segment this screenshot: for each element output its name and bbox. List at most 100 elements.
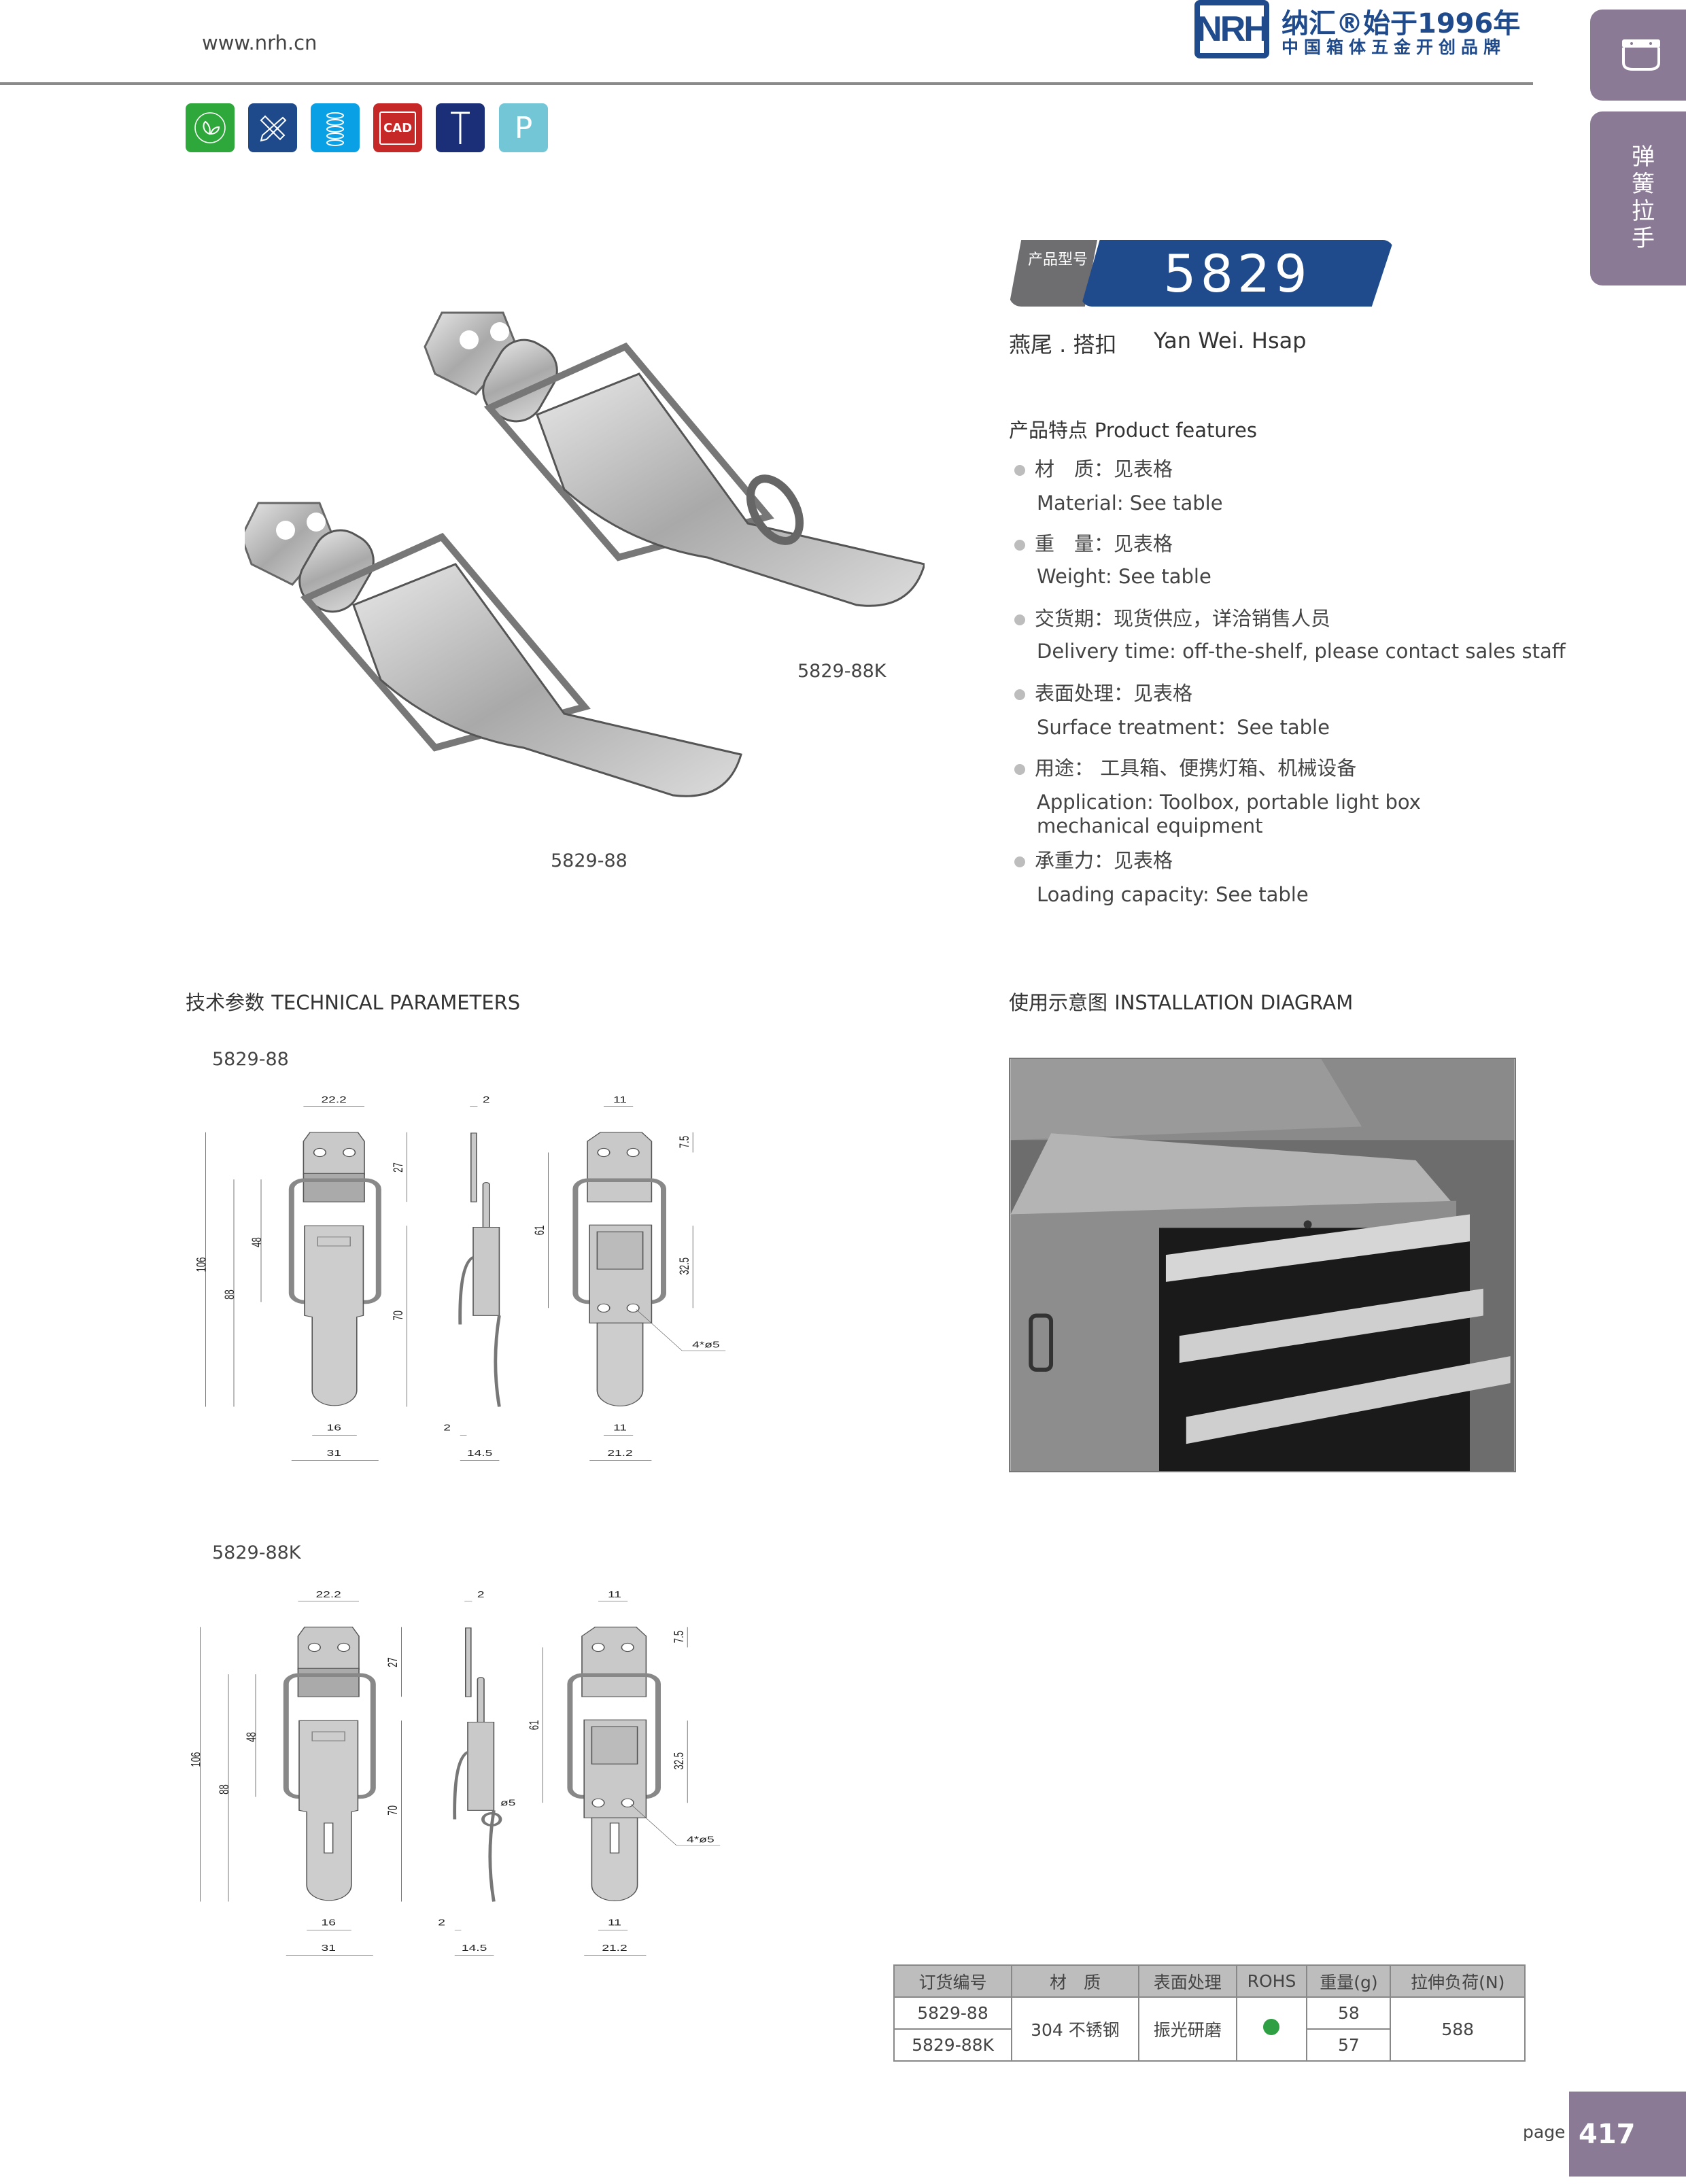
model-label: 产品型号 [1009,240,1097,307]
feature-en: Delivery time: off-the-shelf, please con… [1037,640,1566,663]
feature-item: 交货期：现货供应，详洽销售人员 [1014,606,1330,631]
feature-en: Surface treatment：See table [1037,716,1330,739]
feature-en: Material: See table [1037,491,1223,515]
dimension-label: 4*ø5 [692,1340,720,1349]
dimension-label: 31 [327,1449,341,1458]
load: 588 [1390,1996,1526,2062]
drawing-5829-88: 22.21068848277016312214.5117.56132.54*ø5… [194,1095,726,1461]
feature-item: 用途： 工具箱、便携灯箱、机械设备 [1014,756,1356,780]
brand-logo: NRH 纳汇®始于1996年 中国箱体五金开创品牌 [1194,0,1548,60]
install-heading-cn: 使用示意图 [1009,991,1108,1014]
dimension-label: 88 [218,1784,232,1795]
feature-en: Weight: See table [1037,565,1211,588]
dimension-label: 4*ø5 [687,1835,715,1844]
category-icon-tab[interactable] [1590,10,1686,101]
col-header: 拉伸负荷(N) [1390,1964,1526,1998]
latch-88k-photo [424,311,925,607]
dimension-label: 27 [386,1657,400,1667]
bullet-icon [1014,614,1025,625]
dimension-label: 106 [189,1752,203,1767]
rohs-dot-icon [1263,2019,1280,2035]
dimension-label: 70 [392,1311,406,1321]
col-header: 材 质 [1011,1964,1139,1998]
bullet-icon [1014,540,1025,551]
finish: 振光研磨 [1137,1996,1237,2062]
dimension-label: 70 [386,1805,400,1816]
logo-slogan: 纳汇®始于1996年 [1281,8,1521,39]
product-name-cn: 燕尾 . 搭扣 [1009,332,1117,358]
dimension-label: 61 [528,1720,542,1731]
dimension-label: 16 [322,1918,336,1927]
feature-en-cont: mechanical equipment [1037,814,1263,837]
dimension-label: 32.5 [672,1752,686,1770]
dimension-label: 14.5 [462,1943,487,1953]
feature-cn: 重 量：见表格 [1035,532,1173,555]
feature-cn: 承重力：见表格 [1035,849,1173,872]
features-heading: 产品特点 Product features [1009,415,1257,443]
install-heading-en: INSTALLATION DIAGRAM [1114,991,1354,1014]
features-heading-en: Product features [1094,419,1258,442]
website-url[interactable]: www.nrh.cn [202,31,317,54]
feature-item: 表面处理：见表格 [1014,681,1192,706]
logo-mark: NRH [1194,0,1269,58]
bullet-icon [1014,856,1025,867]
spec-table: 订货编号 材 质 表面处理 ROHS 重量(g) 拉伸负荷(N) 5829-88… [893,1964,1526,2062]
photo-label-88k: 5829-88K [797,661,887,682]
dimension-label: 11 [608,1590,621,1599]
cad-label: CAD [379,111,417,145]
dimension-label: 2 [477,1590,485,1599]
dimension-label: 61 [533,1226,547,1236]
tech-heading-en: TECHNICAL PARAMETERS [271,991,521,1014]
material: 304 不锈钢 [1011,1996,1139,2062]
bullet-icon [1014,764,1025,775]
feature-en: Loading capacity: See table [1037,883,1309,906]
table-row: 5829-88K 57 [893,2028,1525,2062]
model-number: 5829 [1081,240,1394,307]
dimension-label: 48 [250,1237,264,1247]
tech-heading: 技术参数 TECHNICAL PARAMETERS [186,987,520,1016]
dimension-label: 21.2 [602,1943,627,1953]
feature-cn: 交货期：现货供应，详洽销售人员 [1035,607,1331,630]
drawing-title: 5829-88K [212,1542,301,1563]
category-tab[interactable]: 弹簧拉手 [1590,111,1686,285]
dimension-label: 16 [327,1423,341,1432]
dimension-label: 11 [613,1095,627,1105]
dimension-label: 11 [613,1423,627,1432]
order-code: 5829-88 [893,1996,1013,2030]
table-row: 5829-88 304 不锈钢 振光研磨 58 588 [893,1996,1526,2062]
drawing-title: 5829-88 [212,1049,289,1070]
dimension-label: 32.5 [677,1258,691,1275]
table-header: 订货编号 材 质 表面处理 ROHS 重量(g) 拉伸负荷(N) [893,1964,1526,1998]
feature-item: 承重力：见表格 [1014,848,1173,873]
screw-icon [436,103,485,152]
dimension-label: 14.5 [467,1449,492,1458]
tech-heading-cn: 技术参数 [186,991,265,1014]
photo-label-88: 5829-88 [551,850,627,871]
dimension-label: 21.2 [607,1449,632,1458]
feature-cn: 用途： 工具箱、便携灯箱、机械设备 [1035,757,1357,780]
p-icon: P [499,103,548,152]
dimension-label: 7.5 [677,1136,691,1148]
dimension-label: 48 [245,1732,259,1742]
logo-tagline: 中国箱体五金开创品牌 [1281,37,1507,57]
latch-88-photo [245,502,742,797]
col-header: 订货编号 [893,1964,1013,1998]
dimension-label: 7.5 [672,1631,686,1643]
dimension-label: 22.2 [322,1095,347,1105]
col-header: 重量(g) [1306,1964,1392,1998]
dimension-label: 31 [322,1943,336,1953]
feature-cn: 表面处理：见表格 [1035,682,1193,705]
product-name-en: Yan Wei. Hsap [1154,328,1307,353]
header-divider [0,82,1533,85]
col-header: ROHS [1235,1964,1308,1998]
dimension-label: 27 [392,1162,406,1173]
bullet-icon [1014,689,1025,700]
feature-en: Application: Toolbox, portable light box [1037,791,1421,814]
dimension-label: 2 [483,1095,490,1105]
features-heading-cn: 产品特点 [1009,419,1088,442]
latch-icon [1622,39,1660,71]
weight: 57 [1306,2028,1392,2062]
page-number: 417 [1569,2092,1686,2177]
dimension-label: 11 [608,1918,621,1927]
rohs-cell [1235,1996,1308,2062]
